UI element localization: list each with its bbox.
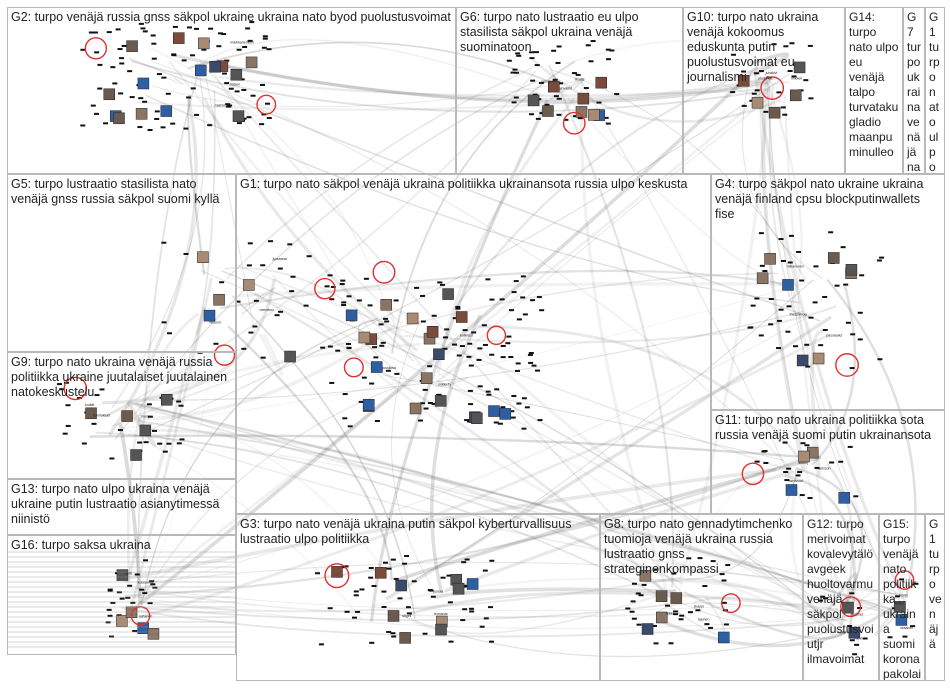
group-label-g4: G4: turpo säkpol nato ukraine ukraina ve…: [715, 177, 942, 222]
group-panel-g9: G9: turpo nato ukraina venäjä russia pol…: [7, 352, 236, 479]
group-panel-g10: G10: turpo nato ukraina venäjä kokoomus …: [683, 7, 845, 174]
group-panel-g15: G15: turpo venäjä nato politiikka ukrain…: [879, 514, 925, 681]
group-label-g5: G5: turpo lustraatio stasilista nato ven…: [11, 177, 233, 207]
group-panel-g2: G2: turpo venäjä russia gnss säkpol ukra…: [7, 7, 456, 174]
group-label-g2: G2: turpo venäjä russia gnss säkpol ukra…: [11, 10, 453, 25]
group-label-g6: G6: turpo nato lustraatio eu ulpo stasil…: [460, 10, 680, 55]
group-panel-g1: G1: turpo nato säkpol venäjä ukraina pol…: [236, 174, 711, 514]
group-label-g11: G11: turpo nato ukraina politiikka sota …: [715, 413, 942, 443]
group-panel-g4: G4: turpo säkpol nato ukraine ukraina ve…: [711, 174, 945, 410]
group-label-g17: G1 turpo venäjä: [929, 517, 942, 652]
group-label-g8: G8: turpo nato gennadytimchenko tuomioja…: [604, 517, 800, 577]
group-label-g3: G3: turpo nato venäjä ukraina putin säkp…: [240, 517, 597, 547]
group-label-g16: G16: turpo saksa ukraina: [11, 538, 233, 553]
group-panel-g8: G8: turpo nato gennadytimchenko tuomioja…: [600, 514, 803, 681]
group-label-g7: G7 turpo ukraina venäjä nato gladio: [907, 10, 922, 174]
group-panel-g6: G6: turpo nato lustraatio eu ulpo stasil…: [456, 7, 683, 174]
group-panel-g1x: G1 turpo nato ulpo venäjä: [925, 7, 945, 174]
group-label-g15: G15: turpo venäjä nato politiikka ukrain…: [883, 517, 922, 681]
group-label-g10: G10: turpo nato ukraina venäjä kokoomus …: [687, 10, 842, 85]
group-label-g9: G9: turpo nato ukraina venäjä russia pol…: [11, 355, 233, 400]
group-panel-g5: G5: turpo lustraatio stasilista nato ven…: [7, 174, 236, 352]
group-panel-g12: G12: turpo merivoimat kovalevytälö avgee…: [803, 514, 879, 681]
group-label-g13: G13: turpo nato ulpo ukraina venäjä ukra…: [11, 482, 233, 527]
group-panel-g11: G11: turpo nato ukraina politiikka sota …: [711, 410, 945, 514]
group-panel-g3: G3: turpo nato venäjä ukraina putin säkp…: [236, 514, 600, 681]
group-panel-g7: G7 turpo ukraina venäjä nato gladio: [903, 7, 925, 174]
group-panel-g13: G13: turpo nato ulpo ukraina venäjä ukra…: [7, 479, 236, 535]
group-panel-g14: G14: turpo nato ulpo eu venäjä talpo tur…: [845, 7, 903, 174]
group-label-g12: G12: turpo merivoimat kovalevytälö avgee…: [807, 517, 876, 667]
group-panel-g16: G16: turpo saksa ukraina: [7, 535, 236, 655]
group-panel-g17: G1 turpo venäjä: [925, 514, 945, 681]
group-label-g1: G1: turpo nato säkpol venäjä ukraina pol…: [240, 177, 708, 192]
group-label-g14: G14: turpo nato ulpo eu venäjä talpo tur…: [849, 10, 900, 160]
group-label-g1x: G1 turpo nato ulpo venäjä: [929, 10, 942, 174]
